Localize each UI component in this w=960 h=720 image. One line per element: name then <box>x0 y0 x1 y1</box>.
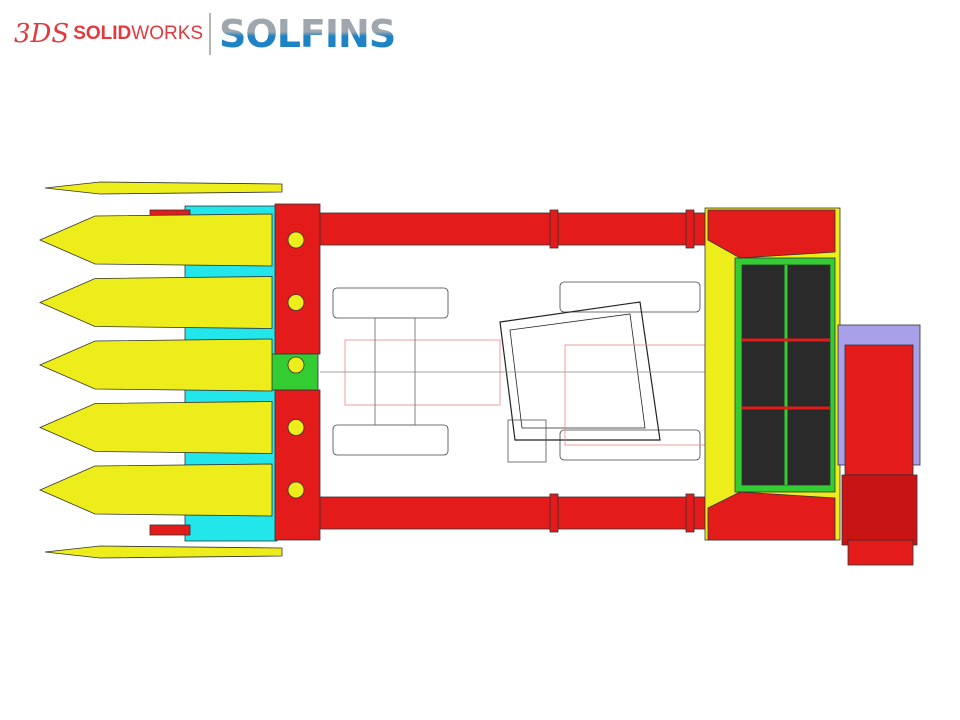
auger-flight <box>287 481 305 499</box>
solfins-logo: SOLFINS <box>219 12 396 56</box>
auger-flight <box>287 231 305 249</box>
auger-flight <box>287 356 305 374</box>
cleaning-unit <box>704 207 841 541</box>
solidworks-logo-bold: SOLID <box>73 23 132 44</box>
elevator-unit <box>837 324 921 566</box>
top-arm <box>317 209 709 249</box>
auger-flight <box>287 294 305 311</box>
side-divider-snout <box>44 181 283 195</box>
tractor-outline <box>320 281 708 463</box>
logo-divider <box>209 13 212 55</box>
logo-bar: 3DS SOLID WORKS SOLFINS <box>14 12 396 56</box>
bottom-arm <box>317 493 709 533</box>
solidworks-logo-light: WORKS <box>131 23 204 44</box>
snout <box>38 338 273 392</box>
snout <box>38 276 273 329</box>
snout <box>38 213 273 267</box>
solidworks-3ds-logo: 3DS <box>14 19 70 49</box>
snout <box>38 463 273 517</box>
snout <box>38 401 273 454</box>
row-unit-snouts <box>38 181 305 559</box>
side-divider-snout <box>44 545 283 559</box>
auger-flight <box>287 419 305 436</box>
